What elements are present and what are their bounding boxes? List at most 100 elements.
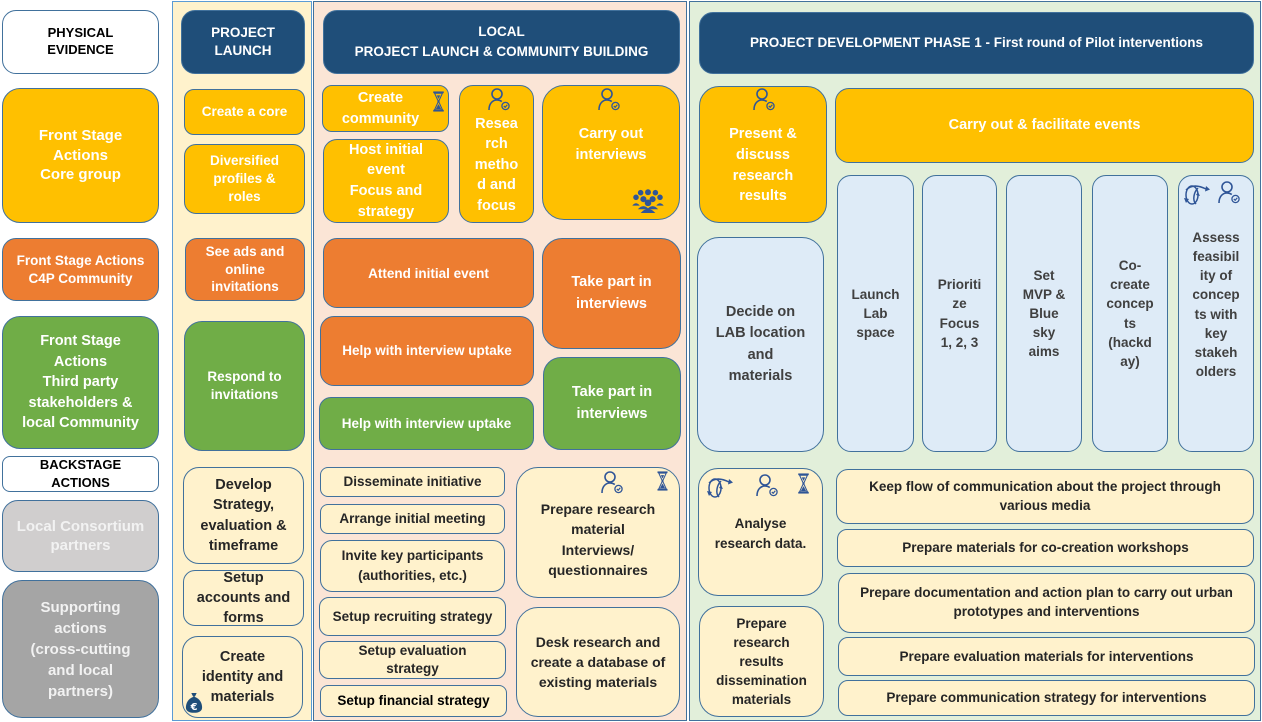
create-identity-card[interactable]: Create identity and materials — [182, 636, 303, 718]
prepare-communication-card[interactable]: Prepare communication strategy for inter… — [838, 680, 1255, 716]
create-community-label: Create community — [341, 90, 420, 127]
legend-front-stage-core: Front Stage Actions Core group — [2, 88, 159, 223]
setup-recruiting-card[interactable]: Setup recruiting strategy — [319, 597, 506, 636]
research-method-card[interactable]: Resea rch metho d and focus — [459, 85, 534, 223]
prepare-research-material-label: Prepare research material Interviews/ qu… — [540, 500, 656, 578]
carry-facilitate-events-card[interactable]: Carry out & facilitate events — [835, 88, 1254, 163]
respond-invitations-card[interactable]: Respond to invitations — [184, 321, 305, 451]
prioritize-focus-label: Prioriti ze Focus 1, 2, 3 — [937, 277, 982, 350]
money-bag-euro-icon — [185, 691, 203, 713]
arrange-initial-meeting-label: Arrange initial meeting — [339, 511, 486, 527]
help-interview-uptake-third-card[interactable]: Help with interview uptake — [319, 397, 534, 450]
legend-backstage-actions-label: BACKSTAGE ACTIONS — [39, 457, 122, 490]
help-interview-uptake-third-label: Help with interview uptake — [341, 415, 512, 431]
research-method-label: Resea rch metho d and focus — [474, 115, 519, 214]
people-group-icon — [631, 189, 665, 213]
keep-flow-communication-label: Keep flow of communication about the pro… — [869, 478, 1221, 513]
legend-local-consortium: Local Consortium partners — [2, 500, 159, 572]
local-launch-header-title: LOCAL PROJECT LAUNCH & COMMUNITY BUILDIN… — [354, 24, 649, 59]
help-interview-uptake-c4p-label: Help with interview uptake — [342, 343, 512, 359]
develop-strategy-card[interactable]: Develop Strategy, evaluation & timeframe — [183, 467, 304, 564]
legend-supporting-actions-label: Supporting actions (cross-cutting and lo… — [30, 598, 131, 700]
take-part-interviews-c4p-card[interactable]: Take part in interviews — [542, 238, 681, 349]
see-ads-label: See ads and online invitations — [205, 244, 285, 295]
take-part-interviews-third-card[interactable]: Take part in interviews — [543, 357, 681, 450]
prepare-cocreation-label: Prepare materials for co-creation worksh… — [902, 540, 1189, 556]
prepare-dissemination-card[interactable]: Prepare research results dissemination m… — [699, 606, 824, 717]
legend-front-stage-c4p: Front Stage Actions C4P Community — [2, 238, 159, 301]
attend-initial-event-label: Attend initial event — [368, 266, 489, 281]
hourglass-icon — [797, 473, 810, 494]
legend-front-stage-core-label: Front Stage Actions Core group — [38, 127, 123, 184]
analyse-research-card[interactable]: Analyse research data. — [698, 468, 823, 596]
local-launch-header: LOCAL PROJECT LAUNCH & COMMUNITY BUILDIN… — [323, 10, 680, 74]
set-mvp-label: Set MVP & Blue sky aims — [1022, 267, 1066, 360]
host-initial-event-card[interactable]: Host initial event Focus and strategy — [323, 139, 449, 223]
prepare-documentation-card[interactable]: Prepare documentation and action plan to… — [838, 573, 1255, 633]
arrange-initial-meeting-card[interactable]: Arrange initial meeting — [320, 504, 505, 534]
present-results-label: Present & discuss research results — [729, 126, 797, 205]
desk-research-label: Desk research and create a database of e… — [530, 633, 666, 691]
create-core-label: Create a core — [201, 104, 288, 120]
prepare-evaluation-label: Prepare evaluation materials for interve… — [899, 648, 1194, 664]
prepare-documentation-label: Prepare documentation and action plan to… — [860, 585, 1233, 619]
keep-flow-communication-card[interactable]: Keep flow of communication about the pro… — [836, 469, 1254, 524]
setup-evaluation-label: Setup evaluation strategy — [358, 642, 467, 676]
attend-initial-event-card[interactable]: Attend initial event — [323, 238, 534, 308]
invite-key-participants-card[interactable]: Invite key participants (authorities, et… — [320, 540, 505, 592]
legend-physical-evidence: PHYSICAL EVIDENCE — [2, 10, 159, 74]
carry-facilitate-events-label: Carry out & facilitate events — [948, 117, 1141, 134]
invite-key-participants-label: Invite key participants (authorities, et… — [341, 548, 484, 583]
take-part-interviews-c4p-label: Take part in interviews — [571, 274, 652, 312]
prepare-research-material-card[interactable]: Prepare research material Interviews/ qu… — [516, 467, 680, 598]
develop-strategy-label: Develop Strategy, evaluation & timeframe — [200, 476, 287, 554]
user-check-icon — [752, 87, 776, 111]
user-check-icon — [755, 473, 779, 497]
desk-research-card[interactable]: Desk research and create a database of e… — [516, 607, 680, 717]
see-ads-card[interactable]: See ads and online invitations — [185, 238, 305, 301]
project-launch-header-title: PROJECT LAUNCH — [211, 25, 275, 58]
prepare-evaluation-card[interactable]: Prepare evaluation materials for interve… — [838, 637, 1255, 676]
host-initial-event-label: Host initial event Focus and strategy — [348, 141, 424, 220]
setup-accounts-card[interactable]: Setup accounts and forms — [183, 570, 304, 626]
take-part-interviews-third-label: Take part in interviews — [571, 384, 653, 422]
user-check-icon — [487, 87, 511, 111]
prepare-communication-label: Prepare communication strategy for inter… — [886, 690, 1207, 706]
hourglass-icon — [656, 471, 669, 491]
help-interview-uptake-c4p-card[interactable]: Help with interview uptake — [320, 316, 534, 386]
diversified-profiles-card[interactable]: Diversified profiles & roles — [184, 144, 305, 214]
phase1-header-title: PROJECT DEVELOPMENT PHASE 1 - First roun… — [749, 35, 1204, 51]
setup-accounts-label: Setup accounts and forms — [196, 570, 291, 626]
hourglass-icon — [432, 91, 445, 112]
cycle-arrows-icon — [1182, 182, 1212, 206]
setup-evaluation-card[interactable]: Setup evaluation strategy — [319, 641, 506, 679]
carry-out-interviews-card[interactable]: Carry out interviews — [542, 85, 680, 220]
present-results-card[interactable]: Present & discuss research results — [699, 86, 827, 223]
disseminate-initiative-label: Disseminate initiative — [343, 474, 482, 490]
create-community-card[interactable]: Create community — [322, 85, 449, 132]
decide-lab-label: Decide on LAB location and materials — [715, 304, 806, 384]
legend-physical-evidence-label: PHYSICAL EVIDENCE — [47, 25, 114, 57]
launch-lab-card[interactable]: Launch Lab space — [837, 175, 914, 452]
set-mvp-card[interactable]: Set MVP & Blue sky aims — [1006, 175, 1082, 452]
phase1-header: PROJECT DEVELOPMENT PHASE 1 - First roun… — [699, 12, 1254, 74]
carry-out-interviews-label: Carry out interviews — [575, 125, 647, 163]
cocreate-concepts-card[interactable]: Co- create concep ts (hackd ay) — [1092, 175, 1168, 452]
assess-feasibility-card[interactable]: Assess feasibil ity of concep ts with ke… — [1178, 175, 1254, 452]
user-check-icon — [1217, 180, 1241, 204]
respond-invitations-label: Respond to invitations — [207, 368, 282, 402]
legend-front-stage-c4p-label: Front Stage Actions C4P Community — [16, 252, 145, 286]
setup-financial-label: Setup financial strategy — [337, 693, 490, 709]
assess-feasibility-label: Assess feasibil ity of concep ts with ke… — [1192, 230, 1240, 380]
disseminate-initiative-card[interactable]: Disseminate initiative — [320, 467, 505, 497]
create-core-card[interactable]: Create a core — [184, 89, 305, 135]
create-identity-label: Create identity and materials — [201, 648, 284, 706]
user-check-icon — [600, 470, 624, 494]
prioritize-focus-card[interactable]: Prioriti ze Focus 1, 2, 3 — [922, 175, 997, 452]
cycle-arrows-icon — [705, 475, 735, 499]
launch-lab-label: Launch Lab space — [851, 286, 900, 341]
decide-lab-card[interactable]: Decide on LAB location and materials — [697, 237, 824, 452]
setup-financial-card[interactable]: Setup financial strategy — [320, 685, 507, 717]
prepare-cocreation-card[interactable]: Prepare materials for co-creation worksh… — [837, 529, 1254, 567]
legend-front-stage-third-party: Front Stage Actions Third party stakehol… — [2, 316, 159, 449]
